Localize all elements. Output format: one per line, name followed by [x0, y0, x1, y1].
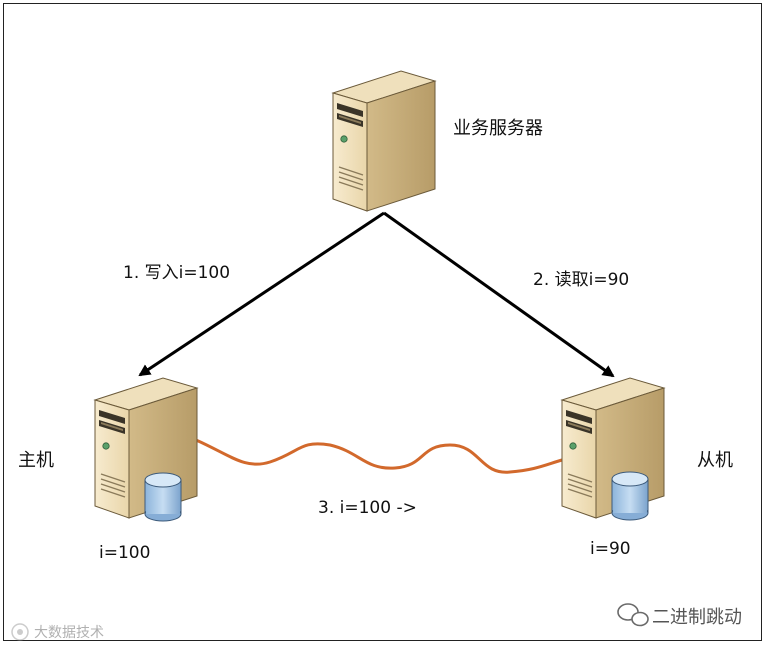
write-step-label: 1. 写入i=100: [123, 263, 231, 283]
business-server-icon: [332, 70, 436, 212]
slave-label: 从机: [697, 450, 733, 471]
master-database-icon: [144, 472, 182, 522]
slave-database-icon: [611, 471, 649, 521]
right-watermark-logo-icon: [617, 603, 649, 627]
write-arrow: [138, 211, 385, 377]
slave-value-label: i=90: [590, 539, 631, 559]
read-step-label: 2. 读取i=90: [533, 270, 630, 290]
right-watermark-text: 二进制跳动: [652, 607, 742, 628]
master-label: 主机: [18, 450, 54, 471]
left-watermark-logo-icon: [11, 623, 29, 641]
left-watermark-text: 大数据技术: [34, 625, 104, 641]
replicate-step-label: 3. i=100 ->: [318, 498, 417, 518]
replication-line: [195, 438, 563, 474]
master-value-label: i=100: [99, 543, 151, 563]
read-arrow: [383, 211, 615, 378]
business-server-label: 业务服务器: [453, 118, 543, 139]
